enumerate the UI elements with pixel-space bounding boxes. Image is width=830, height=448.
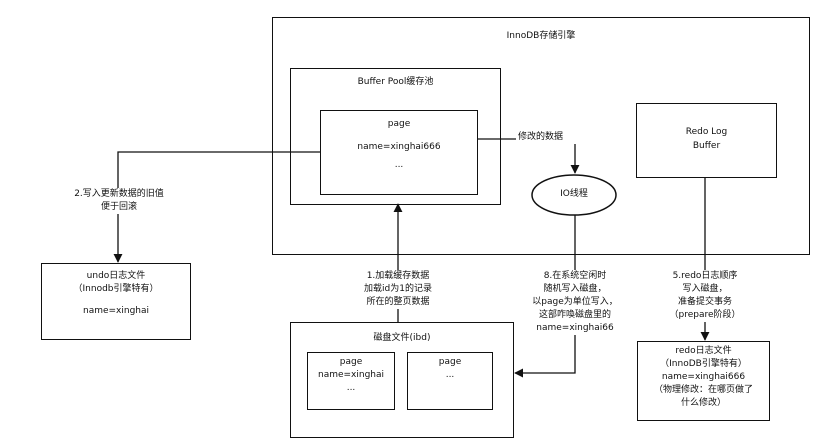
- step1-line3: 所在的整页数据: [366, 297, 430, 307]
- step8-line4: 这部咋喚磁盘里的: [538, 310, 611, 320]
- buffer-page-box: [320, 110, 478, 195]
- undo-file-text: undo日志文件 （Innodb引擎特有） name=xinghai: [41, 270, 191, 318]
- step1-line2: 加载id为1的记录: [364, 284, 432, 294]
- undo-file-value: name=xinghai: [82, 306, 150, 316]
- redo-file-box: [637, 341, 770, 421]
- innodb-engine-title: InnoDB存储引擎: [506, 31, 576, 41]
- step5-line2: 写入磁盘，: [682, 284, 728, 294]
- buffer-pool-title: Buffer Pool缓存池: [357, 77, 434, 87]
- buffer-page-title: page: [387, 119, 411, 129]
- step2-label: 2.写入更新数据的旧值 便于回滚: [60, 188, 178, 214]
- redo-log-buffer-line2: Buffer: [692, 141, 721, 151]
- redo-log-buffer-box: [636, 103, 777, 178]
- innodb-engine-box: [272, 17, 810, 255]
- redo-file-title: redo日志文件: [675, 346, 732, 356]
- disk-page-b-ellipsis: ...: [445, 370, 455, 380]
- arrow-io-to-disk: [514, 215, 576, 378]
- step5-line1: 5.redo日志顺序: [672, 271, 738, 281]
- redo-file-value: name=xinghai666: [661, 372, 746, 382]
- arrow-to-undo-file: [113, 151, 320, 263]
- disk-page-a-text: page name=xinghai ...: [307, 356, 395, 395]
- disk-page-b-title: page: [438, 357, 462, 367]
- undo-file-subtitle: （Innodb引擎特有）: [73, 284, 159, 294]
- step1-label: 1.加载缓存数据 加载id为1的记录 所在的整页数据: [352, 270, 444, 309]
- buffer-page-ellipsis: ...: [394, 160, 404, 170]
- disk-file-title: 磁盘文件(ibd): [373, 333, 431, 343]
- disk-page-a-ellipsis: ...: [346, 383, 356, 393]
- disk-file-box: [290, 322, 514, 438]
- step5-line3: 准备提交事务: [677, 297, 732, 307]
- step8-line1: 8.在系统空闲时: [543, 271, 607, 281]
- disk-page-b-text: page ...: [407, 356, 493, 382]
- modified-data-label: 修改的数据: [516, 131, 578, 144]
- buffer-page-value: name=xinghai666: [357, 142, 441, 152]
- redo-log-buffer-line1: Redo Log: [685, 127, 728, 137]
- undo-file-box: [41, 263, 191, 340]
- step5-line4: （prepare阶段）: [669, 310, 741, 320]
- undo-file-title: undo日志文件: [86, 271, 146, 281]
- redo-file-subtitle: （InnoDB引擎特有）: [660, 359, 747, 369]
- io-thread-node: [531, 174, 617, 216]
- disk-page-a-value: name=xinghai: [317, 370, 385, 380]
- buffer-pool-box: [290, 68, 501, 205]
- step8-line2: 随机写入磁盘，: [543, 284, 607, 294]
- redo-file-note1: （物理修改：在哪页做了: [653, 385, 753, 395]
- step8-label: 8.在系统空闲时 随机写入磁盘， 以page为单位写入， 这部咋喚磁盘里的 na…: [525, 270, 625, 335]
- disk-page-b-box: [407, 352, 493, 410]
- step8-line5: name=xinghai66: [536, 323, 614, 333]
- redo-file-note2: 什么修改）: [680, 398, 726, 408]
- disk-page-a-title: page: [339, 357, 363, 367]
- step8-line3: 以page为单位写入，: [532, 297, 618, 307]
- io-thread-label: IO线程: [560, 189, 588, 199]
- disk-page-a-box: [307, 352, 395, 410]
- step1-line1: 1.加载缓存数据: [366, 271, 430, 281]
- step5-label: 5.redo日志顺序 写入磁盘， 准备提交事务 （prepare阶段）: [655, 270, 755, 322]
- step2-line2: 便于回滚: [100, 202, 137, 212]
- step2-line1: 2.写入更新数据的旧值: [74, 189, 164, 199]
- redo-file-text: redo日志文件 （InnoDB引擎特有） name=xinghai666 （物…: [637, 345, 770, 410]
